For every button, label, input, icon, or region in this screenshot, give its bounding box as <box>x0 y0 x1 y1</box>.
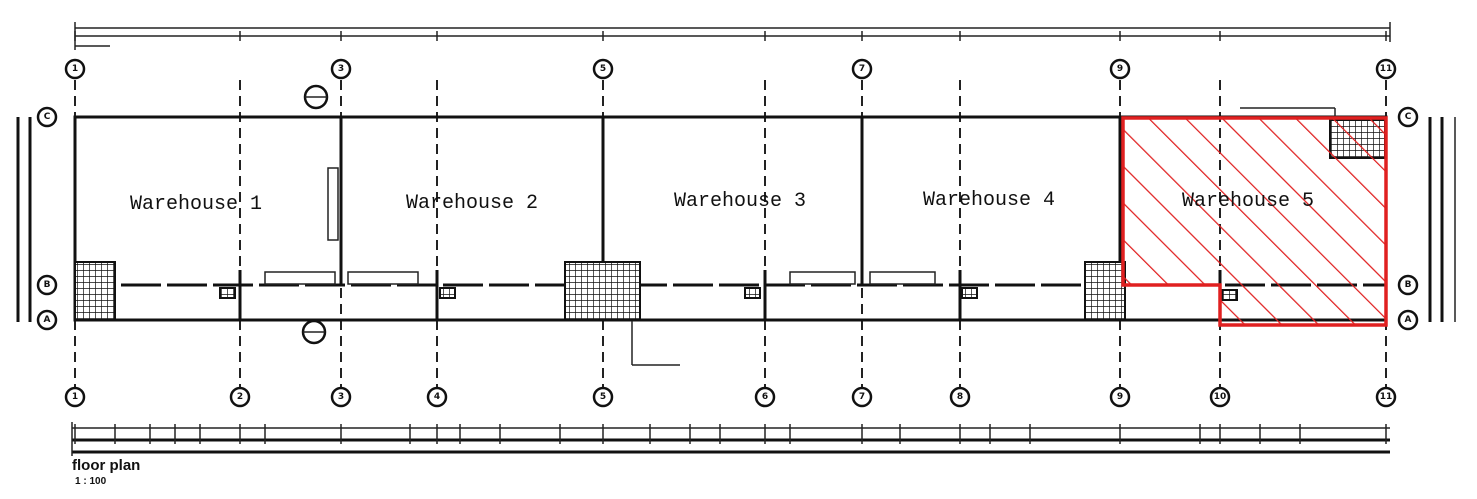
grid-bubble-bottom-text: 6 <box>762 392 768 402</box>
grid-bubble-bottom-text: 3 <box>338 392 344 402</box>
grid-bubble-top: 5 <box>592 58 614 80</box>
grid-bubble-row-left: A <box>36 309 58 331</box>
grid-bubble-bottom: 7 <box>851 386 873 408</box>
warehouse-2-label: Warehouse 2 <box>406 192 538 215</box>
bottom-dimension-ticks <box>74 424 1387 444</box>
grid-bubble-bottom: 11 <box>1375 386 1397 408</box>
plan-title: floor plan <box>72 457 140 474</box>
grid-bubble-top-text: 7 <box>859 64 865 74</box>
warehouse-4-label: Warehouse 4 <box>923 189 1055 212</box>
grid-bubble-top: 1 <box>64 58 86 80</box>
grid-bubble-row-left-text: A <box>44 315 51 325</box>
grid-bubble-bottom-text: 4 <box>434 392 440 402</box>
section-marker-icon <box>301 84 329 345</box>
warehouse-1-label: Warehouse 1 <box>130 193 262 216</box>
grid-bubble-row-left-text: B <box>44 280 51 290</box>
grid-bubble-bottom-text: 8 <box>957 392 963 402</box>
grid-bubble-row-right: A <box>1397 309 1419 331</box>
plan-scale: 1 : 100 <box>75 476 107 487</box>
warehouse-5-highlight[interactable] <box>1121 116 1388 327</box>
grid-bubble-bottom: 4 <box>426 386 448 408</box>
grid-bubble-row-left-text: C <box>44 112 51 122</box>
grid-bubble-row-right-text: C <box>1405 112 1412 122</box>
warehouse-3-label: Warehouse 3 <box>674 190 806 213</box>
grid-bubble-top: 3 <box>330 58 352 80</box>
grid-bubble-row-left: B <box>36 274 58 296</box>
bottom-dimension-lines <box>71 422 1390 456</box>
grid-bubble-bottom: 3 <box>330 386 352 408</box>
grid-bubble-top-text: 3 <box>338 64 344 74</box>
grid-bubble-bottom-text: 10 <box>1214 392 1227 402</box>
grid-bubble-row-right-text: A <box>1405 315 1412 325</box>
grid-bubble-bottom-text: 1 <box>72 392 78 402</box>
warehouse-5-label: Warehouse 5 <box>1182 190 1314 213</box>
grid-bubble-bottom-text: 9 <box>1117 392 1123 402</box>
grid-bubble-top: 7 <box>851 58 873 80</box>
grid-bubble-top-text: 9 <box>1117 64 1123 74</box>
top-dimension-lines <box>74 22 1391 50</box>
grid-bubble-bottom: 9 <box>1109 386 1131 408</box>
grid-bubble-bottom: 10 <box>1209 386 1231 408</box>
grid-bubble-bottom: 5 <box>592 386 614 408</box>
grid-bubble-bottom: 6 <box>754 386 776 408</box>
grid-bubble-top: 9 <box>1109 58 1131 80</box>
grid-bubble-top: 11 <box>1375 58 1397 80</box>
grid-bubble-row-left: C <box>36 106 58 128</box>
grid-bubble-bottom: 1 <box>64 386 86 408</box>
grid-bubble-bottom-text: 2 <box>237 392 243 402</box>
top-dimension-ticks <box>74 31 1387 41</box>
grid-bubble-top-text: 1 <box>72 64 78 74</box>
grid-bubble-bottom: 2 <box>229 386 251 408</box>
grid-bubble-row-right: C <box>1397 106 1419 128</box>
grid-bubble-row-right-text: B <box>1405 280 1412 290</box>
side-dimension-lines <box>16 117 1456 322</box>
grid-bubble-bottom-text: 11 <box>1380 392 1393 402</box>
grid-bubble-bottom: 8 <box>949 386 971 408</box>
grid-bubble-top-text: 11 <box>1380 64 1393 74</box>
grid-bubble-bottom-text: 5 <box>600 392 606 402</box>
grid-bubble-top-text: 5 <box>600 64 606 74</box>
grid-bubble-bottom-text: 7 <box>859 392 865 402</box>
grid-bubble-row-right: B <box>1397 274 1419 296</box>
